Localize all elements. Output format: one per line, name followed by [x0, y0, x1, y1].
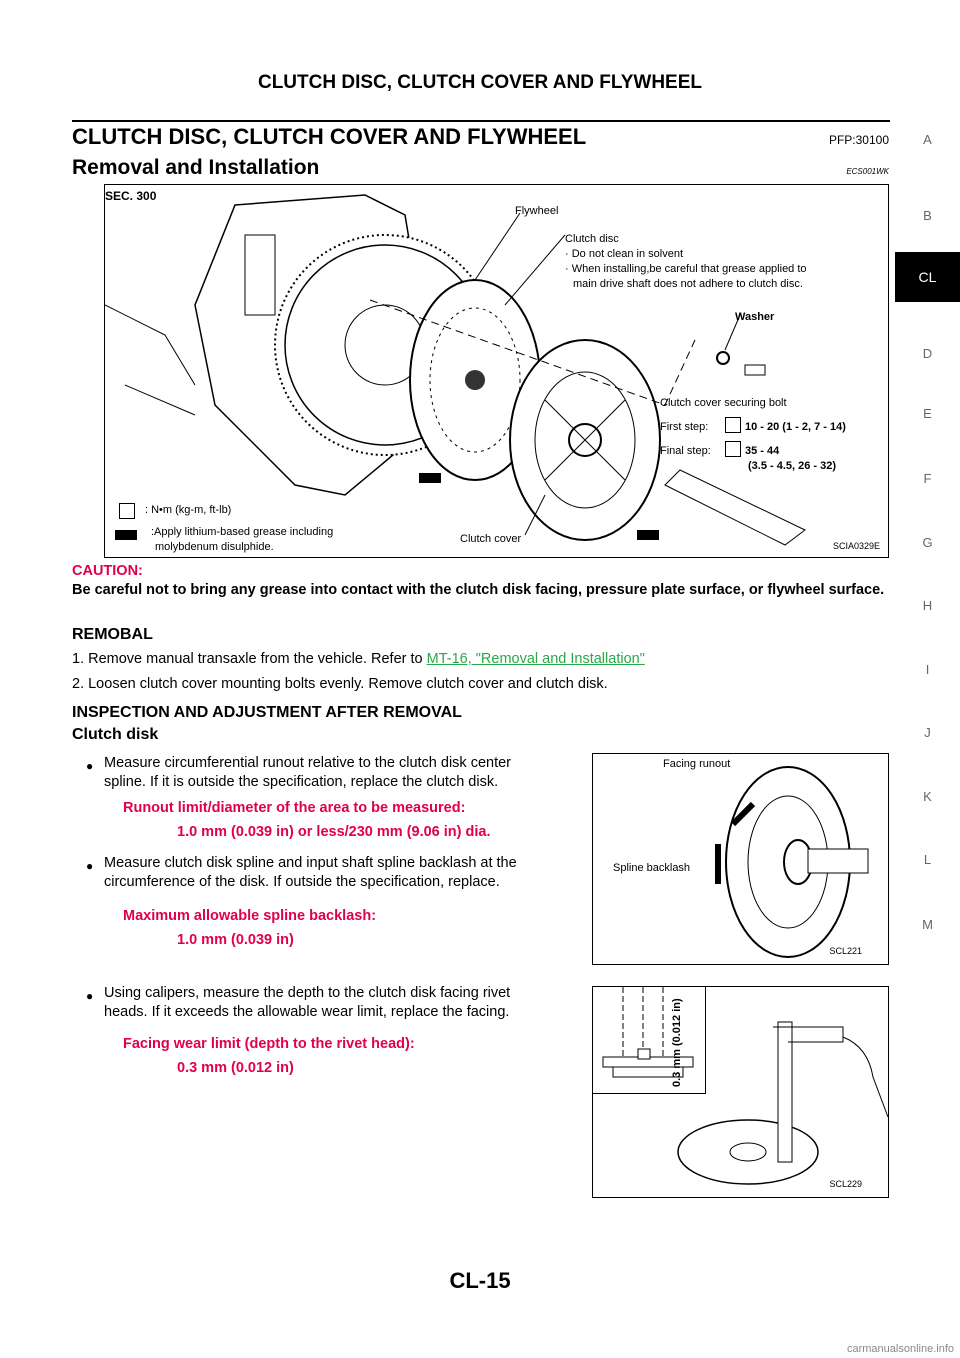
fig1-legend1: : N•m (kg-m, ft-lb) — [145, 504, 232, 516]
spec-3-label: Facing wear limit (depth to the rivet he… — [123, 1036, 415, 1052]
removal-title: REMOBAL — [72, 626, 153, 643]
fig1-first-step: First step: — [660, 421, 709, 433]
bullet-3: ● — [86, 989, 94, 1003]
inspection-title: INSPECTION AND ADJUSTMENT AFTER REMOVAL — [72, 704, 462, 721]
tab-m[interactable]: M — [922, 917, 933, 932]
fig1-final-val2: (3.5 - 4.5, 26 - 32) — [748, 460, 837, 472]
bullet-2-text: Measure clutch disk spline and input sha… — [104, 854, 584, 892]
legend-torque-icon — [119, 503, 135, 519]
tab-e[interactable]: E — [923, 406, 932, 421]
fig1-final-step: Final step: — [660, 445, 711, 457]
inset-drawing — [602, 987, 694, 1078]
mt16-link[interactable]: MT-16, "Removal and Installation" — [426, 651, 645, 667]
tab-j[interactable]: J — [924, 725, 931, 740]
section-title: CLUTCH DISC, CLUTCH COVER AND FLYWHEEL — [72, 124, 587, 149]
fig1-note2: · When installing,be careful that grease… — [565, 263, 807, 275]
tab-i[interactable]: I — [925, 662, 930, 677]
torque-icon-2 — [725, 441, 741, 457]
page-header: CLUTCH DISC, CLUTCH COVER AND FLYWHEEL — [257, 72, 703, 93]
bullet-2: ● — [86, 859, 94, 873]
b2-line1: Measure clutch disk spline and input sha… — [104, 855, 517, 871]
tab-l[interactable]: L — [923, 852, 932, 867]
fig2-spline: Spline backlash — [613, 862, 691, 874]
fig1-note3: main drive shaft does not adhere to clut… — [573, 278, 803, 290]
step1-text: 1. Remove manual transaxle from the vehi… — [72, 651, 427, 667]
fig1-id: SCIA0329E — [832, 541, 880, 551]
inset-detail: 0.3 mm (0.012 in) — [593, 987, 706, 1094]
fig1-washer: Washer — [735, 311, 775, 323]
tab-a[interactable]: A — [923, 132, 932, 147]
grease-icon-2 — [637, 530, 659, 540]
tab-b[interactable]: B — [923, 208, 932, 223]
fig1-clutch-cover: Clutch cover — [460, 533, 522, 545]
fig1-final-val1: 35 - 44 — [745, 445, 780, 457]
tab-k[interactable]: K — [923, 789, 932, 804]
legend-grease-icon — [115, 530, 137, 540]
watermark: carmanualsonline.info — [846, 1343, 954, 1355]
clutch-disk-drawing — [715, 766, 869, 958]
clutch-disk-subtitle: Clutch disk — [72, 726, 159, 743]
fig1-note1: · Do not clean in solvent — [565, 248, 684, 260]
fig1-bolt: Clutch cover securing bolt — [660, 397, 787, 409]
page-number: CL-15 — [449, 1268, 511, 1293]
fig1-first-val: 10 - 20 (1 - 2, 7 - 14) — [745, 421, 846, 433]
bullet-1-text: Measure circumferential runout relative … — [104, 754, 584, 792]
b1-line1: Measure circumferential runout relative … — [104, 755, 511, 771]
bullet-1: ● — [86, 759, 94, 773]
removal-step-1: 1. Remove manual transaxle from the vehi… — [72, 650, 645, 669]
b3-line1: Using calipers, measure the depth to the… — [104, 985, 511, 1001]
tab-cl[interactable]: CL — [895, 252, 960, 302]
tab-d[interactable]: D — [922, 346, 933, 361]
grease-icon — [419, 473, 441, 483]
pfp-code: PFP:30100 — [828, 133, 889, 147]
tab-h[interactable]: H — [922, 598, 933, 613]
fig1-legend2: :Apply lithium-based grease including — [151, 526, 334, 538]
spec-1-label: Runout limit/diameter of the area to be … — [123, 800, 466, 816]
spec-1-value: 1.0 mm (0.039 in) or less/230 mm (9.06 i… — [177, 824, 491, 840]
fig2-id: SCL221 — [829, 946, 862, 956]
caution-text: Be careful not to bring any grease into … — [72, 582, 885, 598]
fig1-legend3: molybdenum disulphide. — [155, 541, 274, 553]
spec-2-label: Maximum allowable spline backlash: — [123, 908, 377, 924]
clutch-assembly-drawing — [104, 194, 806, 546]
facing-runout-figure: Facing runout Spline backlash SCL221 — [592, 753, 889, 965]
b3-line2: heads. If it exceeds the allowable wear … — [104, 1004, 510, 1020]
clutch-assembly-figure: SEC. 300 Flywheel Clutch disc · Do not c… — [104, 184, 889, 558]
rivet-depth-figure: 0.3 mm (0.012 in) SCL229 — [592, 986, 889, 1198]
fig1-clutch-disc: Clutch disc — [565, 233, 619, 245]
tab-g[interactable]: G — [922, 535, 933, 550]
spec-3-value: 0.3 mm (0.012 in) — [177, 1060, 294, 1076]
bullet-3-text: Using calipers, measure the depth to the… — [104, 984, 584, 1022]
b1-line2: spline. If it is outside the specificati… — [104, 774, 499, 790]
subsection-code: ECS001WK — [846, 167, 889, 176]
removal-step-2: 2. Loosen clutch cover mounting bolts ev… — [72, 676, 608, 692]
subsection-title: Removal and Installation — [72, 156, 320, 179]
calipers-drawing — [677, 1021, 888, 1185]
spec-2-value: 1.0 mm (0.039 in) — [177, 932, 294, 948]
caution-block: CAUTION: Be careful not to bring any gre… — [72, 562, 890, 600]
header-rule — [72, 120, 890, 122]
b2-line2: circumference of the disk. If outside th… — [104, 874, 500, 890]
fig2-facing: Facing runout — [663, 758, 731, 770]
fig3-id: SCL229 — [829, 1179, 862, 1189]
torque-icon — [725, 417, 741, 433]
caution-title: CAUTION: — [72, 563, 143, 579]
fig1-flywheel: Flywheel — [515, 205, 559, 217]
fig1-sec: SEC. 300 — [105, 189, 157, 203]
tab-f[interactable]: F — [923, 471, 932, 486]
